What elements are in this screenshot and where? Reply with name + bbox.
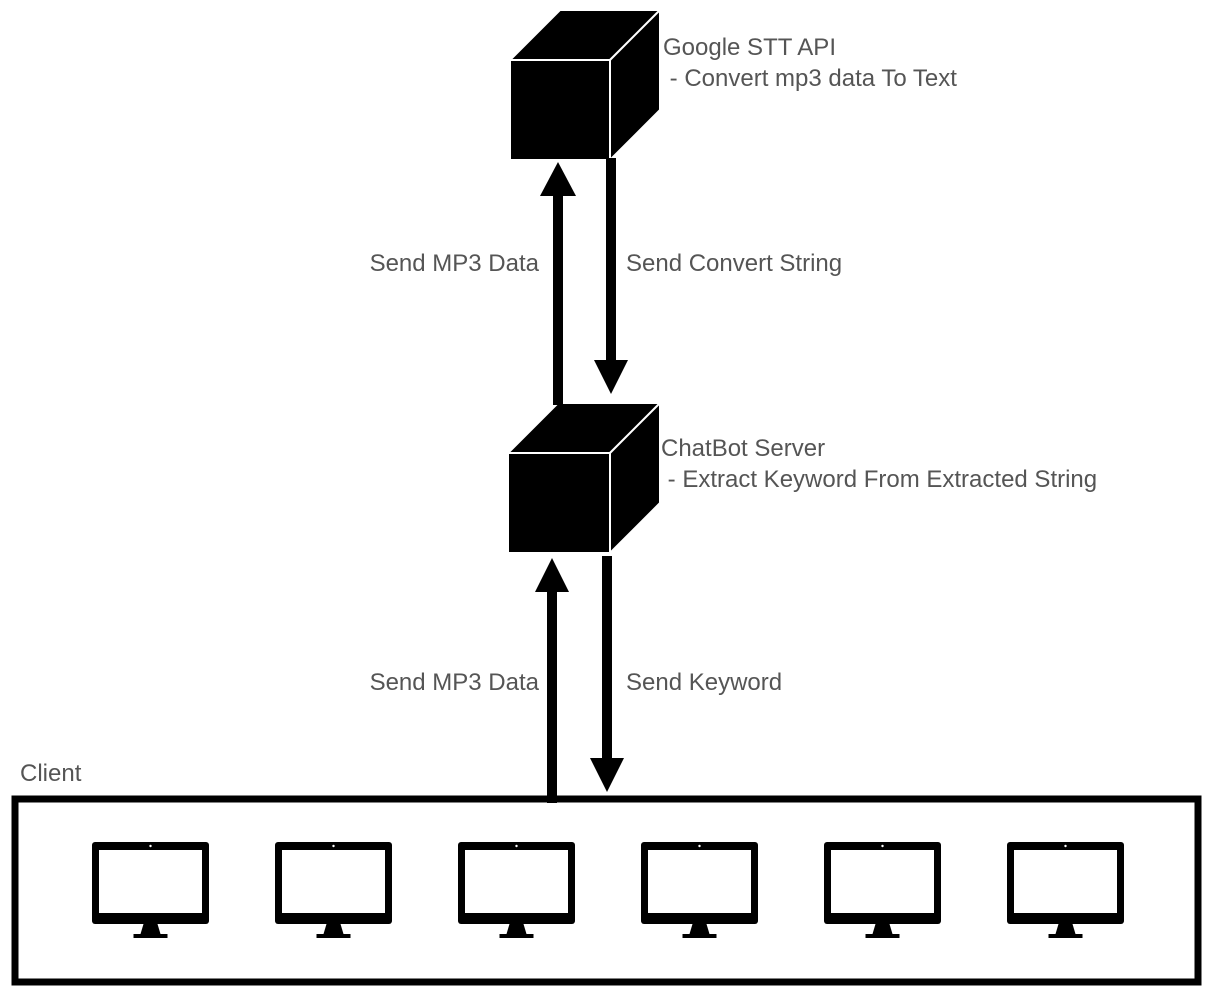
monitor-icon[interactable] — [1007, 842, 1124, 938]
label-client-to-chatbot: Send MP3 Data — [370, 669, 540, 696]
arrow-stt-to-chatbot — [594, 158, 628, 394]
label-stt-to-chatbot: Send Convert String — [626, 250, 842, 277]
client-monitors — [92, 842, 1124, 938]
arrow-chatbot-to-stt — [540, 162, 576, 405]
stt-title: Google STT API — [663, 34, 836, 61]
stt-server-cube[interactable] — [507, 7, 663, 163]
monitor-icon[interactable] — [824, 842, 941, 938]
chatbot-cube-front — [507, 452, 611, 554]
monitor-icon[interactable] — [92, 842, 209, 938]
arrow-chatbot-to-client — [590, 556, 624, 792]
arrow-client-to-chatbot — [535, 558, 569, 803]
label-chatbot-to-client: Send Keyword — [626, 669, 782, 696]
client-box — [11, 795, 1202, 986]
stt-cube-front — [509, 59, 611, 161]
monitor-icon[interactable] — [458, 842, 575, 938]
monitor-icon[interactable] — [275, 842, 392, 938]
chatbot-detail: - Extract Keyword From Extracted String — [661, 466, 1097, 493]
client-title: Client — [20, 760, 82, 787]
chatbot-server-cube[interactable] — [505, 400, 663, 556]
chatbot-title: ChatBot Server — [661, 435, 825, 462]
label-chatbot-to-stt: Send MP3 Data — [370, 250, 540, 277]
monitor-icon[interactable] — [641, 842, 758, 938]
stt-detail: - Convert mp3 data To Text — [663, 65, 957, 92]
